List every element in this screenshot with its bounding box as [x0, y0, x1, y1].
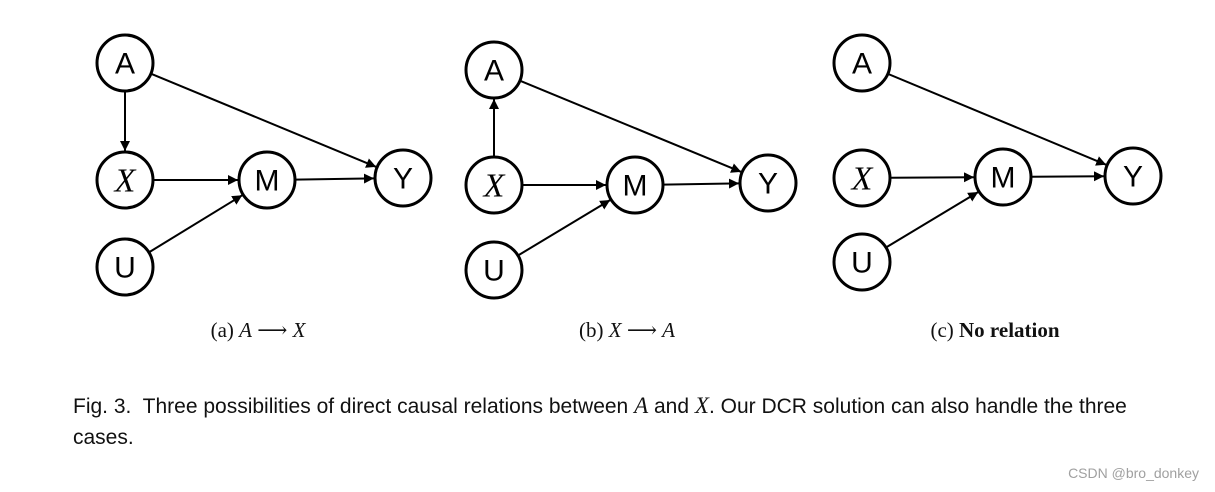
node-circle [95, 237, 155, 297]
node-label: Y [1123, 161, 1143, 194]
node-circle [832, 33, 892, 93]
node-m: M [605, 155, 665, 215]
panel-b-graph: A X M U Y [464, 40, 798, 300]
node-label: X [113, 163, 137, 200]
node-circle [605, 155, 665, 215]
caption-arrow: ⟶ [257, 318, 288, 342]
caption-to-var: X [292, 318, 306, 342]
edge-u-to-m [148, 194, 243, 254]
edge-a-to-y [150, 72, 377, 168]
node-m: M [973, 147, 1033, 207]
node-u: U [464, 240, 524, 300]
node-label: U [851, 247, 873, 280]
node-circle [95, 150, 155, 210]
node-label: A [852, 48, 872, 81]
node-label: M [991, 162, 1016, 195]
node-x: X [464, 155, 524, 215]
node-m: M [237, 150, 297, 210]
caption-bold-text: No relation [959, 318, 1060, 342]
node-a: A [832, 33, 892, 93]
panel-c-caption: (c) No relation [845, 318, 1145, 343]
node-label: X [850, 161, 874, 198]
figure-caption: Fig. 3. Three possibilities of direct ca… [73, 390, 1193, 453]
edge-m-to-y [662, 178, 740, 189]
panel-b-caption: (b) X ⟶ A [477, 318, 777, 343]
fig-label: Fig. 3. [73, 395, 132, 418]
node-circle [95, 33, 155, 93]
caption-from-var: A [239, 318, 252, 342]
causal-diagrams: A X M U Y A X M U Y A X M U Y [95, 33, 1163, 300]
panel-c-graph: A X M U Y [832, 33, 1163, 292]
node-circle [373, 148, 433, 208]
caption-text-3: . Our DCR solution can also handle the t… [73, 395, 1127, 449]
node-label: U [114, 252, 136, 285]
node-y: Y [373, 148, 433, 208]
caption-text-1: Three possibilities of direct causal rel… [142, 395, 629, 418]
node-circle [464, 240, 524, 300]
caption-var-2: X [694, 393, 709, 418]
caption-to-var: A [662, 318, 675, 342]
caption-label: (c) [930, 318, 954, 342]
node-label: Y [393, 163, 413, 196]
node-label: U [483, 255, 505, 288]
caption-text-2: and [654, 395, 690, 418]
watermark: CSDN @bro_donkey [1068, 465, 1199, 481]
caption-label: (a) [210, 318, 234, 342]
node-circle [464, 40, 524, 100]
node-u: U [95, 237, 155, 297]
node-label: M [255, 165, 280, 198]
caption-arrow: ⟶ [626, 318, 657, 342]
node-circle [832, 148, 892, 208]
edge-m-to-y [294, 173, 375, 184]
edge-a-to-y [519, 79, 742, 173]
node-x: X [832, 148, 892, 208]
edge-m-to-y [1030, 171, 1105, 182]
node-label: A [115, 48, 135, 81]
caption-var-1: A [634, 393, 649, 418]
node-label: X [482, 168, 506, 205]
node-label: Y [758, 168, 778, 201]
node-x: X [95, 150, 155, 210]
edge-u-to-m [885, 191, 979, 249]
edge-u-to-m [517, 199, 611, 257]
caption-label: (b) [578, 318, 604, 342]
edge-a-to-y [887, 72, 1107, 166]
node-label: M [623, 170, 648, 203]
node-circle [973, 147, 1033, 207]
node-label: A [484, 55, 504, 88]
node-u: U [832, 232, 892, 292]
panel-a-graph: A X M U Y [95, 33, 433, 297]
node-circle [464, 155, 524, 215]
caption-from-var: X [608, 318, 622, 342]
node-a: A [95, 33, 155, 93]
node-y: Y [738, 153, 798, 213]
node-circle [1103, 146, 1163, 206]
node-a: A [464, 40, 524, 100]
node-y: Y [1103, 146, 1163, 206]
node-circle [738, 153, 798, 213]
edge-x-to-m [889, 172, 975, 183]
node-circle [237, 150, 297, 210]
node-circle [832, 232, 892, 292]
panel-a-caption: (a) A ⟶ X [108, 318, 408, 343]
